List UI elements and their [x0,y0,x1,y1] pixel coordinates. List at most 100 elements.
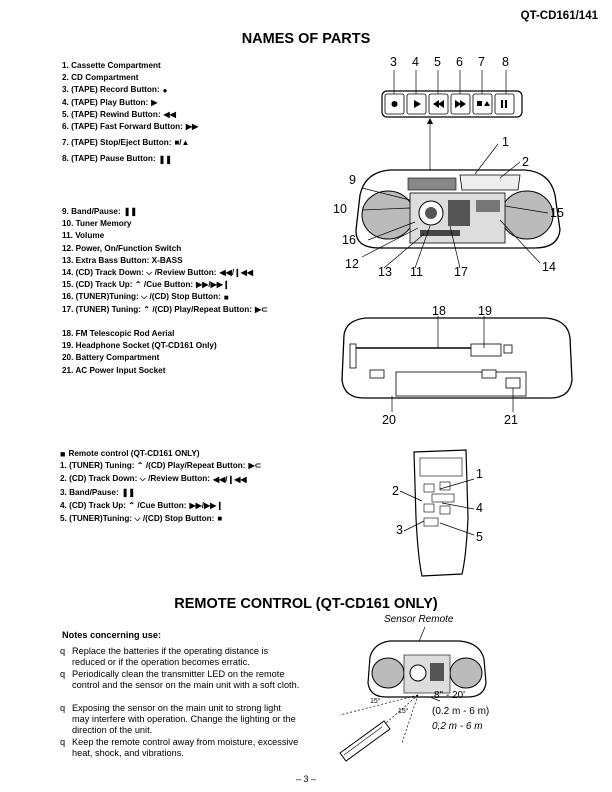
play-repeat-icon: ▶⊂ [248,461,262,471]
square-bullet-icon: ■ [60,449,66,460]
remote-parts-list: ■Remote control (QT-CD161 ONLY) 1. (TUNE… [60,448,261,525]
callout-6: 6 [456,55,463,69]
pause-icon: ❚❚ [158,154,172,164]
fast-forward-icon [455,100,466,108]
list-item: 16. (TUNER)Tuning: ⌵ /(CD) Stop Button:■ [62,292,229,302]
cue-icon: ▶▶/▶▶❙ [196,280,230,290]
list-item: 18. FM Telescopic Rod Aerial [62,329,175,338]
remote-callout-3: 3 [396,523,403,537]
list-item: 5. (TAPE) Rewind Button:◀◀ [62,109,176,119]
front-view-diagram [355,70,561,269]
sensor-remote-label: Sensor Remote [384,614,454,625]
callout-1: 1 [502,135,509,149]
list-item: 14. (CD) Track Down: ⌵ /Review Button:◀◀… [62,268,254,278]
rewind-icon [433,100,444,108]
list-item: 1. (TUNER) Tuning: ⌃ /(CD) Play/Repeat B… [60,461,262,471]
list-item: 6. (TAPE) Fast Forward Button:▶▶ [62,122,199,132]
list-item: 10. Tuner Memory [62,219,132,229]
callout-16: 16 [342,233,356,247]
list-item: 17. (TUNER) Tuning: ⌃ /(CD) Play/Repeat … [62,304,268,314]
remote-range-diagram [339,626,487,762]
names-of-parts-title: NAMES OF PARTS [241,31,371,47]
tape-button-strip [381,90,523,118]
review-icon: ◀◀/❙◀◀ [212,474,247,484]
play-icon [414,100,421,108]
stop-eject-icon: ■/▲ [174,138,190,148]
record-icon [391,101,398,107]
cue-icon: ▶▶/▶▶❙ [189,500,224,510]
remote-callout-1: 1 [476,467,483,481]
list-item: 2. CD Compartment [62,73,139,83]
distance-meters: (0.2 m - 6 m) [432,706,490,717]
remote-header: ■Remote control (QT-CD161 ONLY) [60,449,200,460]
callout-3: 3 [390,55,397,69]
stop-eject-icon [477,101,490,106]
list-item: 21. AC Power Input Socket [62,365,166,375]
back-parts-list: 18. FM Telescopic Rod Aerial 19. Headpho… [62,328,217,377]
list-item: 5. (TUNER)Tuning: ⌵ /(CD) Stop Button:■ [60,514,223,524]
callout-7: 7 [478,55,485,69]
callout-5: 5 [434,55,441,69]
list-item: 19. Headphone Socket (QT-CD161 Only) [62,341,217,351]
list-item: 9. Band/Pause:❚❚ [62,207,138,217]
callout-2: 2 [522,155,529,169]
callout-13: 13 [378,265,392,279]
boombox-front [355,169,561,249]
list-item: 20. Battery Compartment [62,353,160,363]
list-item: 7. (TAPE) Stop/Eject Button:■/▲ [62,138,190,148]
model-number: QT-CD161/141 [520,10,598,22]
rewind-icon: ◀◀ [163,109,176,119]
callout-10: 10 [333,202,347,216]
list-item: 8. (TAPE) Pause Button:❚❚ [62,154,172,164]
callout-8: 8 [502,55,509,69]
callout-9: 9 [349,173,356,187]
callout-21: 21 [504,413,518,427]
play-icon: ▶ [151,97,158,107]
callout-18: 18 [432,304,446,318]
distance-meters-alt: 0,2 m - 6 m [432,721,483,732]
list-item: 2. (CD) Track Down: ⌵ /Review Button:◀◀/… [60,474,247,484]
fast-forward-icon: ▶▶ [185,122,199,132]
pause-icon: ❚❚ [123,207,138,217]
callout-12: 12 [345,257,359,271]
angle-right-label: 15° [398,708,409,715]
list-item: 3. (TAPE) Record Button:● [62,85,168,95]
callout-20: 20 [382,413,396,427]
distance-feet: 8" - 20' [434,690,466,701]
stop-icon: ■ [217,514,223,524]
angle-left-label: 15° [370,698,381,705]
stop-icon: ■ [223,292,229,302]
remote-leader-lines [399,478,475,536]
review-icon: ◀◀/❙◀◀ [219,268,254,278]
remote-control-title: REMOTE CONTROL (QT-CD161 ONLY) [174,596,438,612]
list-item: 13. Extra Bass Button: X-BASS [62,255,183,265]
list-item: 15. (CD) Track Up: ⌃ /Cue Button:▶▶/▶▶❙ [62,280,230,290]
list-item: 12. Power, On/Function Switch [62,243,182,253]
list-item: 4. (CD) Track Up: ⌃ /Cue Button:▶▶/▶▶❙ [60,500,224,510]
cd-parts-list: 9. Band/Pause:❚❚ 10. Tuner Memory 11. Vo… [62,206,268,316]
remote-control-diagram [413,449,469,577]
callout-19: 19 [478,304,492,318]
callout-14: 14 [542,260,556,274]
pause-icon: ❚❚ [121,487,136,497]
callout-11: 11 [410,265,423,279]
play-repeat-icon: ▶⊂ [255,304,268,314]
page-number: – 3 – [295,774,317,784]
notes-header: Notes concerning use: [62,630,162,640]
remote-callout-5: 5 [476,530,483,544]
tape-parts-list: 1. Cassette Compartment 2. CD Compartmen… [62,60,198,166]
list-item: 11. Volume [62,231,105,241]
list-item: 4. (TAPE) Play Button:▶ [62,97,158,107]
back-view-diagram [341,316,573,412]
pause-icon [501,100,507,108]
list-item: 1. Cassette Compartment [62,61,161,70]
callout-4: 4 [412,55,419,69]
list-item: 3. Band/Pause:❚❚ [60,487,136,497]
record-icon: ● [162,85,168,95]
remote-callout-2: 2 [392,484,399,498]
remote-callout-4: 4 [476,501,483,515]
